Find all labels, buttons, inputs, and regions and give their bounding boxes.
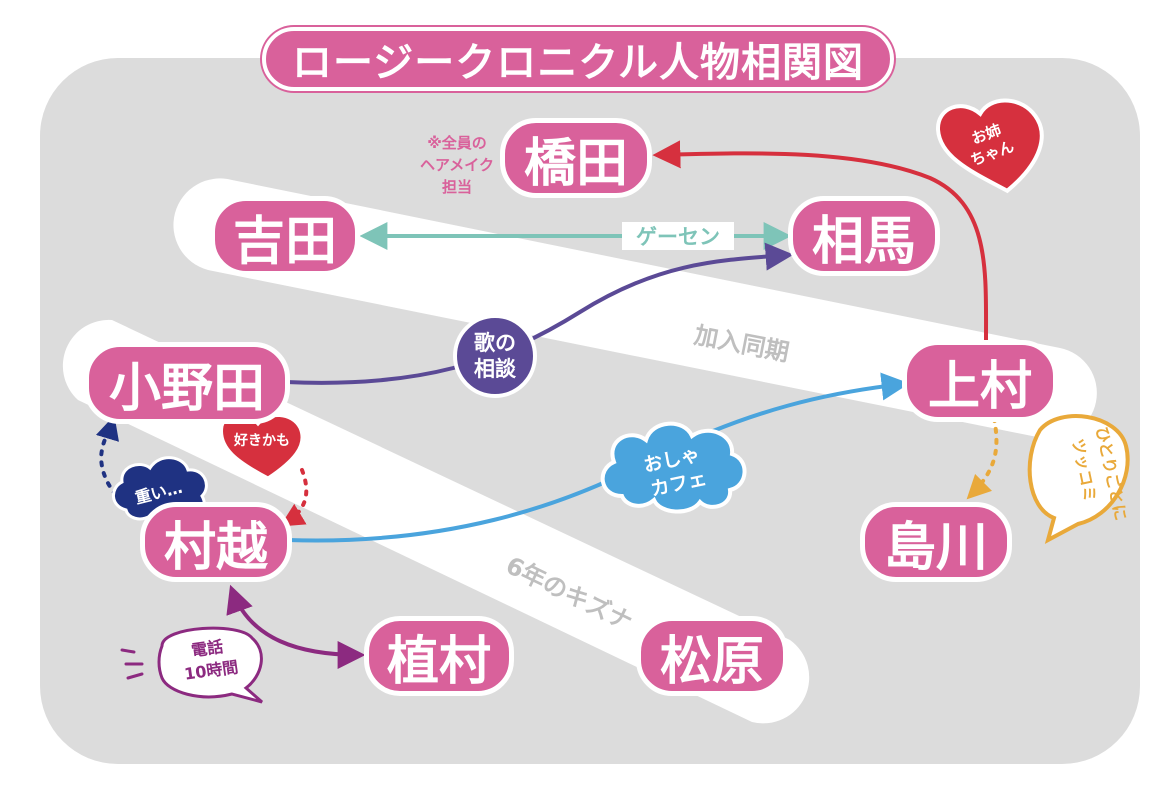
member-name: 松原 bbox=[659, 631, 764, 692]
relation-label-gesen: ゲーセン bbox=[636, 225, 720, 249]
relation-label-denwa-line1: 電話 bbox=[190, 637, 224, 660]
member-node-yoshida: 吉田 bbox=[210, 196, 360, 276]
arrow-kamimura-shimakawa bbox=[966, 416, 999, 500]
hashida-note-line3: 担当 bbox=[442, 178, 472, 196]
member-name: 島川 bbox=[883, 517, 988, 578]
member-node-kamimura: 上村 bbox=[902, 340, 1058, 422]
member-node-souma: 相馬 bbox=[788, 196, 940, 276]
member-name: 橋田 bbox=[523, 133, 628, 194]
member-name: 小野田 bbox=[108, 358, 265, 419]
arrow-onoda-souma bbox=[285, 242, 794, 385]
gesen-label-bg bbox=[622, 222, 734, 250]
emphasis-marks-icon bbox=[120, 648, 144, 680]
member-name: 相馬 bbox=[811, 211, 916, 272]
speech-bubble-icon bbox=[1027, 414, 1130, 544]
speech-bubble-icon bbox=[157, 626, 263, 704]
heart-icon bbox=[936, 98, 1044, 194]
arrow-kamimura-hashida bbox=[652, 140, 989, 343]
member-node-shimakawa: 島川 bbox=[860, 502, 1012, 582]
arrow-murakoshi-uemura bbox=[226, 584, 366, 669]
member-name: 上村 bbox=[927, 356, 1032, 417]
relation-label-sukikamo: 好きかも bbox=[233, 432, 290, 449]
member-name: 吉田 bbox=[232, 211, 337, 272]
cloud-bubble-icon bbox=[600, 421, 747, 514]
hashida-note-line1: ※全員の bbox=[427, 134, 487, 152]
member-name: 村越 bbox=[163, 517, 268, 578]
member-node-hashida: 橋田 bbox=[500, 118, 652, 198]
member-node-uemura: 植村 bbox=[364, 616, 514, 696]
uta-badge bbox=[453, 314, 537, 398]
arrow-onoda-murakoshi bbox=[279, 468, 309, 527]
member-node-murakoshi: 村越 bbox=[140, 502, 292, 582]
hashida-note-line2: ヘアメイク bbox=[420, 156, 494, 174]
member-name: 植村 bbox=[386, 631, 491, 692]
member-node-matsubara: 松原 bbox=[636, 616, 788, 696]
relation-label-uta-line2: 相談 bbox=[474, 357, 517, 381]
page-title: ロージークロニクル人物相関図 bbox=[292, 40, 864, 86]
member-node-onoda: 小野田 bbox=[84, 342, 290, 424]
relation-label-uta-line1: 歌の bbox=[474, 331, 516, 355]
heart-icon bbox=[220, 413, 304, 480]
title-banner: ロージークロニクル人物相関図 bbox=[262, 27, 894, 91]
